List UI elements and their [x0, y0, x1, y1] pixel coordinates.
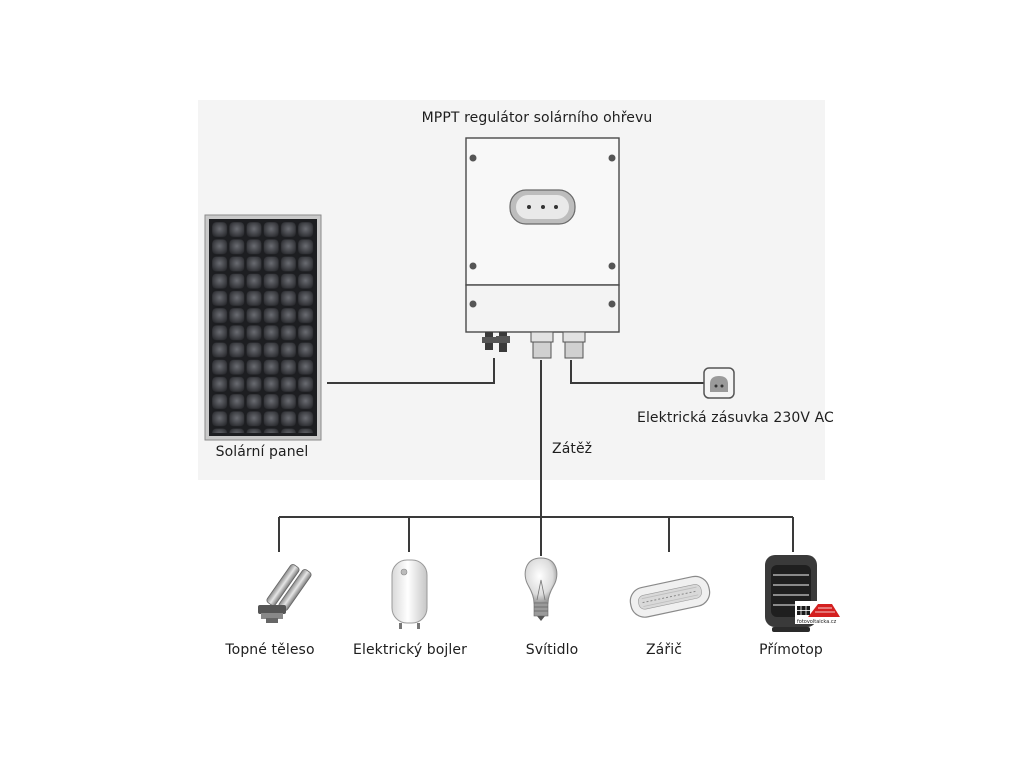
controller-title: MPPT regulátor solárního ohřevu	[421, 110, 653, 126]
socket-label: Elektrická zásuvka 230V AC	[637, 410, 834, 426]
appliance-label-heating-element: Topné těleso	[225, 642, 315, 658]
mppt-controller-icon	[465, 137, 620, 359]
light-bulb-icon	[524, 557, 558, 621]
wall-socket-icon	[703, 367, 735, 399]
solar-panel-icon	[204, 214, 322, 441]
load-label: Zátěž	[552, 441, 593, 457]
brand-logo	[795, 601, 840, 624]
appliance-label-radiant-heater: Zářič	[645, 642, 683, 658]
appliance-label-light-bulb: Svítidlo	[525, 642, 579, 658]
solar-panel-label: Solární panel	[215, 444, 309, 460]
heating-element-icon	[258, 564, 312, 623]
appliance-label-water-heater: Elektrický bojler	[353, 642, 467, 658]
radiant-heater-icon	[629, 575, 711, 618]
appliance-label-convector-heater: Přímotop	[759, 642, 823, 658]
brand-logo-text: fotovoltaicka.cz	[797, 619, 837, 625]
socket-wire	[570, 360, 704, 384]
water-heater-icon	[391, 559, 428, 629]
wiring-lines	[278, 358, 794, 556]
panel-wire	[327, 358, 495, 384]
